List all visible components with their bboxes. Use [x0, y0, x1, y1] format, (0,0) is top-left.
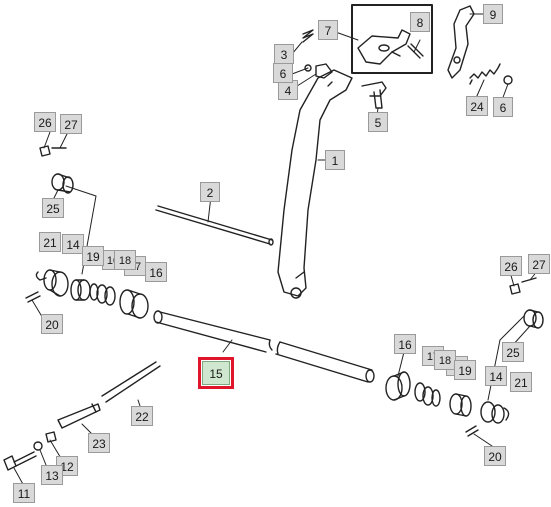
part-4-nut — [315, 63, 333, 79]
part-19-bearing-right — [449, 393, 472, 417]
part-label-18-right[interactable]: 18 — [434, 350, 456, 370]
part-23-bolt — [57, 403, 101, 429]
part-6-clip-right — [503, 75, 513, 85]
part-label-20-right[interactable]: 20 — [484, 446, 506, 466]
part-25-sleeve-left — [51, 173, 74, 194]
part-18-washer-left — [96, 284, 108, 304]
detail-inset-frame — [351, 4, 433, 74]
part-label-15-selected[interactable]: 15 — [202, 361, 230, 385]
part-label-1[interactable]: 1 — [325, 150, 345, 170]
part-5-pin — [361, 81, 387, 109]
part-20-pin-left — [25, 291, 41, 303]
part-26-plug-right — [509, 283, 521, 295]
part-16-bushing-left — [131, 293, 149, 319]
part-20-pin-right — [465, 425, 479, 437]
part-12-nut — [45, 431, 57, 443]
part-15-shaft — [153, 310, 375, 383]
part-25-sleeve-right — [523, 309, 544, 329]
part-label-19-right[interactable]: 19 — [454, 360, 476, 380]
part-label-18-left[interactable]: 18 — [114, 250, 136, 270]
part-7-bracket — [357, 29, 411, 65]
part-label-7[interactable]: 7 — [318, 20, 338, 40]
selected-part-highlight — [198, 357, 234, 389]
part-6-clip — [304, 64, 312, 72]
part-label-14-left[interactable]: 14 — [62, 234, 84, 254]
part-label-16-right[interactable]: 16 — [394, 334, 416, 354]
part-1-arm — [277, 69, 353, 299]
part-11-bolt — [3, 451, 37, 471]
part-label-11[interactable]: 11 — [13, 483, 35, 503]
part-label-5[interactable]: 5 — [368, 112, 388, 132]
part-label-3[interactable]: 3 — [274, 44, 294, 64]
part-22-rod — [101, 361, 161, 403]
part-17-ring-right — [414, 382, 426, 402]
part-10-spacer-right — [431, 389, 441, 407]
part-label-27-left[interactable]: 27 — [60, 114, 82, 134]
part-label-6[interactable]: 6 — [273, 63, 293, 83]
part-14-bushing-right — [480, 401, 505, 424]
part-24-spring — [469, 63, 501, 85]
part-label-19-left[interactable]: 19 — [82, 246, 104, 266]
part-17-ring-left — [104, 286, 116, 306]
part-label-25-right[interactable]: 25 — [502, 342, 524, 362]
part-label-14-right[interactable]: 14 — [485, 366, 507, 386]
part-label-13[interactable]: 13 — [41, 465, 63, 485]
part-2-rod — [155, 205, 274, 246]
part-label-21-right[interactable]: 21 — [510, 372, 532, 392]
part-19-bearing-left — [70, 279, 91, 301]
part-14-bushing-left — [43, 269, 69, 297]
part-9-lever — [447, 5, 475, 79]
part-26-plug-left — [39, 145, 51, 157]
part-3-spring — [302, 29, 314, 43]
part-label-26-left[interactable]: 26 — [34, 112, 56, 132]
part-13-washer — [33, 441, 43, 451]
part-21-clip-right — [503, 407, 510, 421]
part-label-27-right[interactable]: 27 — [528, 254, 550, 274]
part-label-8[interactable]: 8 — [410, 12, 430, 32]
part-label-9[interactable]: 9 — [483, 4, 503, 24]
part-16-bushing-right — [385, 371, 411, 401]
part-21-clip-left — [35, 271, 47, 281]
part-label-16-left[interactable]: 16 — [145, 262, 167, 282]
part-label-6-right[interactable]: 6 — [493, 97, 513, 117]
part-18-washer-right — [422, 386, 434, 406]
part-label-25-left[interactable]: 25 — [42, 198, 64, 218]
part-27-pin-right — [521, 277, 537, 283]
part-label-26-right[interactable]: 26 — [500, 256, 522, 276]
part-label-24[interactable]: 24 — [466, 96, 488, 116]
part-label-2[interactable]: 2 — [200, 182, 220, 202]
part-label-22[interactable]: 22 — [131, 406, 153, 426]
part-label-23[interactable]: 23 — [88, 433, 110, 453]
part-label-20-left[interactable]: 20 — [41, 314, 63, 334]
part-label-21-left[interactable]: 21 — [39, 232, 61, 252]
part-8-pin — [407, 43, 424, 59]
